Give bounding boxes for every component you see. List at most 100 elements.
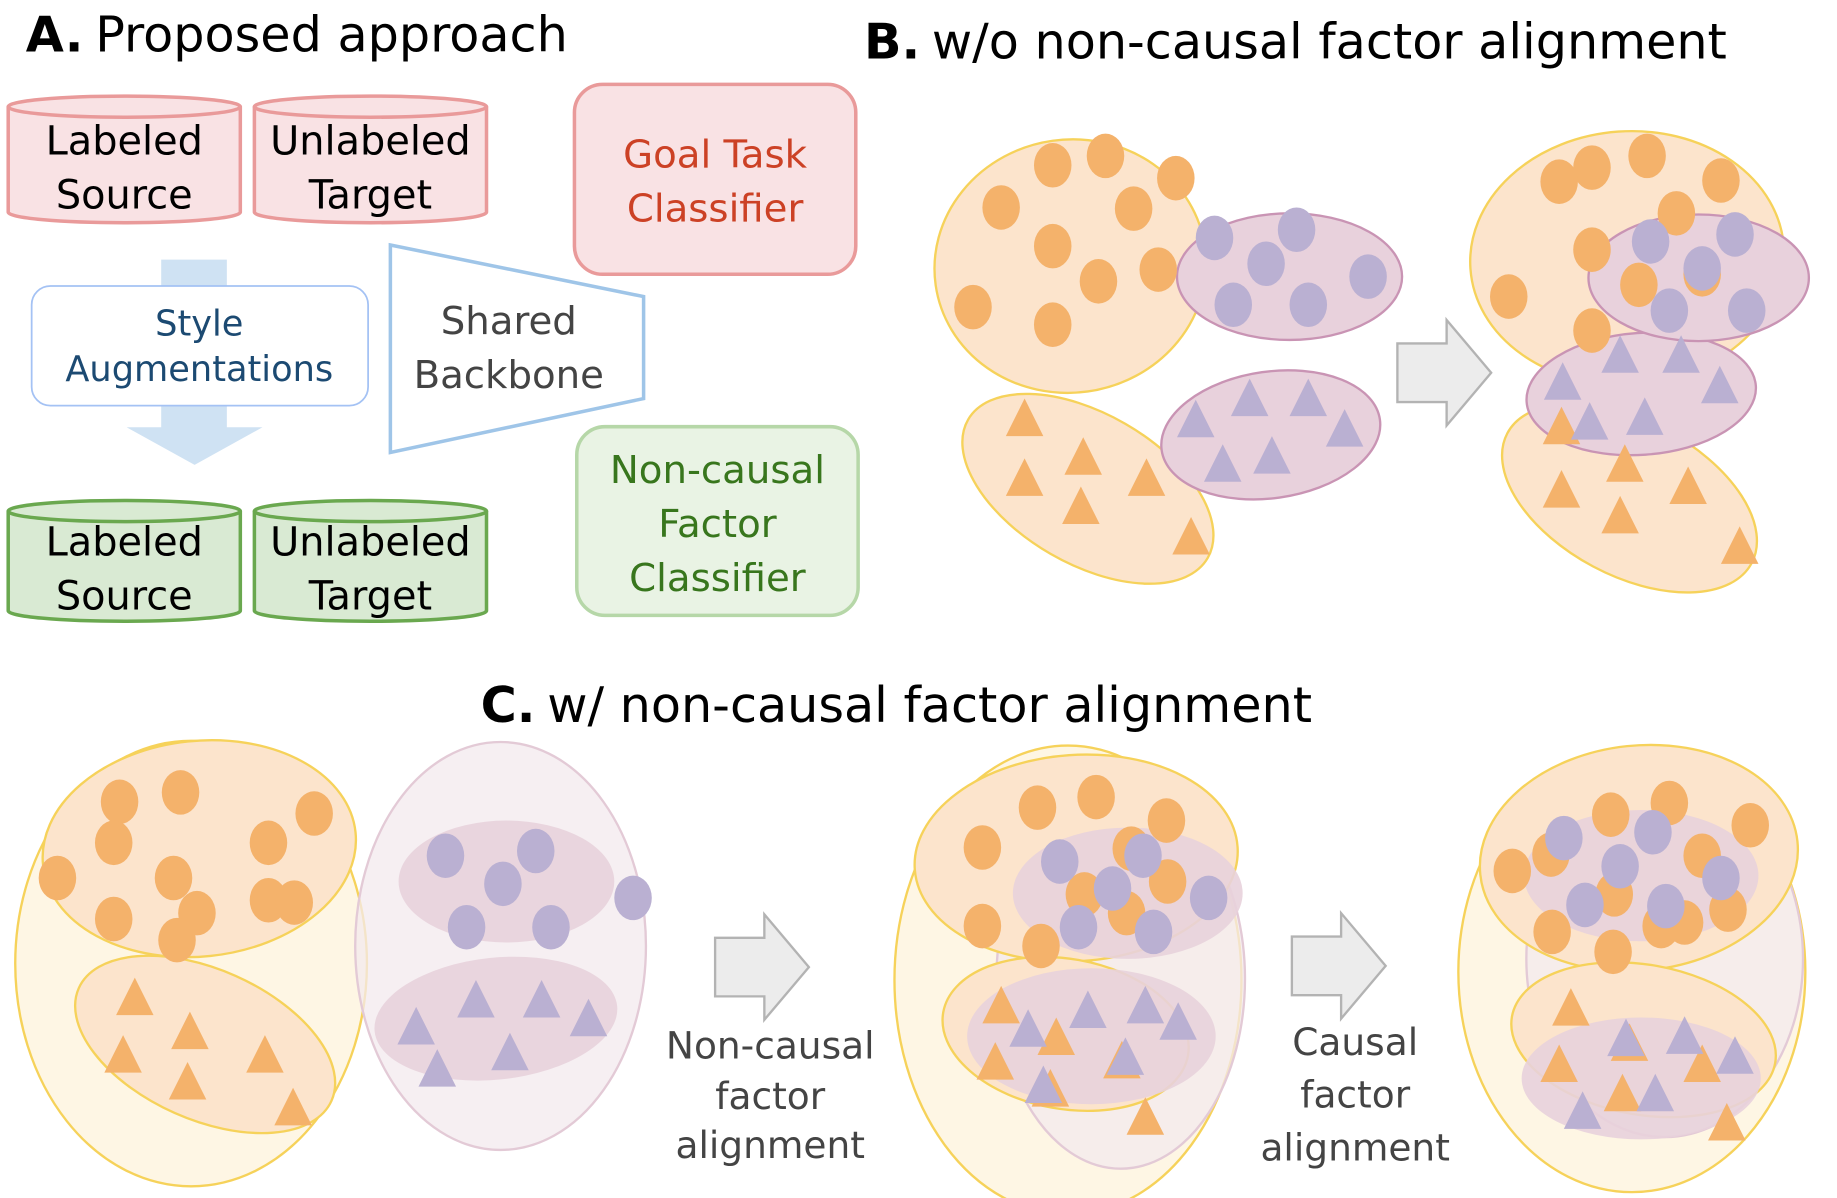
noncausal-step-line3: alignment <box>675 1123 864 1167</box>
panel-b-title: B.w/o non-causal factor alignment <box>864 13 1727 71</box>
source-class2-point <box>274 1087 312 1126</box>
style-augmentations-line1: Style <box>155 303 243 344</box>
source-class1-point <box>1489 274 1528 319</box>
source-class1-point <box>1620 262 1658 308</box>
target-class2-point <box>418 1049 457 1087</box>
target-class1-point <box>1601 843 1639 889</box>
panel-b: B.w/o non-causal factor alignment <box>864 13 1811 594</box>
target-class2-point <box>1563 1091 1602 1129</box>
panel-c-causal-arrow-icon <box>1290 909 1388 1022</box>
source-class2-point <box>982 985 1020 1024</box>
noncausal-step-line2: factor <box>715 1074 825 1118</box>
target-class1-point <box>1702 855 1740 901</box>
panel-c-title: C.w/ non-causal factor alignment <box>481 676 1312 734</box>
target-class1-point <box>1727 288 1766 333</box>
target-class1-point <box>1631 219 1670 264</box>
target-class1-point <box>447 904 486 950</box>
panel-b-title-text: w/o non-causal factor alignment <box>932 13 1727 71</box>
source-class2-point <box>1126 1097 1165 1135</box>
right-arrow-icon <box>1396 316 1493 429</box>
labeled-source-label-line2: Source <box>56 173 193 219</box>
target-class2-point <box>1230 378 1269 417</box>
target-class1-point <box>1041 839 1079 884</box>
source-class1-point <box>1591 792 1630 837</box>
target-class2-point <box>397 1006 435 1045</box>
target-class1-point <box>1277 207 1316 253</box>
target-class1-point <box>1289 282 1328 328</box>
panel-c-after-causal-cluster <box>1457 743 1807 1194</box>
labeled-source-cylinder <box>6 94 243 225</box>
target-class1-point <box>516 828 555 874</box>
source-class1-point <box>295 791 333 836</box>
source-class1-point <box>1573 145 1611 190</box>
augmented-labeled-source-cylinder <box>6 498 243 624</box>
target-class2-point <box>1253 436 1291 474</box>
target-class1-point <box>1093 866 1132 911</box>
style-augmentations-box <box>30 285 369 407</box>
noncausal-step-line1: Non-causal <box>666 1024 875 1068</box>
source-class1-point <box>158 917 196 963</box>
source-class2-point <box>1669 466 1707 505</box>
causal-step-line2: factor <box>1300 1073 1410 1117</box>
source-class1-point <box>1139 247 1177 292</box>
panel-c-after-noncausal-cluster <box>893 744 1247 1198</box>
target-class1-point <box>1716 212 1754 257</box>
target-class2-point <box>1665 1016 1704 1054</box>
noncausal-factor-classifier-line2: Factor <box>658 502 776 547</box>
target-class2-point <box>1543 362 1582 400</box>
panel-b-after-cluster <box>1469 129 1811 594</box>
target-class2-point <box>1203 444 1242 482</box>
source-class1-point <box>1114 186 1153 231</box>
source-class1-point <box>1022 923 1060 969</box>
target-class2-point <box>1176 399 1215 438</box>
noncausal-factor-classifier-box <box>575 424 860 618</box>
target-class2-point <box>457 979 495 1018</box>
panel-a: A.Proposed approach Labeled Source Unlab… <box>6 6 860 624</box>
source-class2-point <box>1542 470 1581 508</box>
source-class1-point <box>1018 785 1057 830</box>
shared-backbone-line1: Shared <box>441 299 577 344</box>
target-class1-point <box>1634 809 1672 855</box>
target-class1-point <box>1349 254 1387 299</box>
source-class2-point <box>1540 1044 1578 1082</box>
source-class1-point <box>94 820 133 866</box>
target-class1-point <box>1247 241 1285 287</box>
target-class2-point <box>1289 378 1328 417</box>
source-class2-point <box>1005 398 1044 437</box>
source-class1-point <box>94 896 133 942</box>
source-class2-point <box>104 1035 142 1073</box>
source-class1-point <box>154 855 193 901</box>
target-class1-point <box>532 904 570 950</box>
target-class1-point <box>1059 904 1098 950</box>
unlabeled-target-cylinder <box>252 94 489 225</box>
source-class1-point <box>1077 774 1115 820</box>
source-class1-point <box>1540 159 1578 204</box>
source-class2-point <box>116 977 154 1016</box>
target-class1-point <box>614 875 652 921</box>
source-class2-point <box>1601 495 1639 534</box>
target-class2-point <box>1069 990 1107 1029</box>
target-class2-point <box>1009 1009 1047 1047</box>
source-class2-point <box>1062 486 1100 524</box>
target-class2-point <box>1601 335 1639 373</box>
panel-c-title-text: w/ non-causal factor alignment <box>547 676 1312 734</box>
target-class2-point <box>1126 985 1165 1024</box>
cylinder-top <box>6 498 243 524</box>
source-class1-point <box>249 820 288 866</box>
source-class2-point <box>1542 406 1581 445</box>
source-class2-point <box>1552 988 1590 1026</box>
target-class1-point <box>1566 882 1604 928</box>
causal-step-line1: Causal <box>1292 1020 1418 1064</box>
cylinder-top <box>6 94 243 119</box>
target-class2-point <box>1701 365 1739 404</box>
goal-task-classifier-line1: Goal Task <box>623 133 807 178</box>
augmented-unlabeled-target-line1: Unlabeled <box>270 520 471 566</box>
source-class2-point <box>1037 1017 1076 1055</box>
panel-b-letter: B. <box>864 13 920 71</box>
augmented-labeled-source-line2: Source <box>56 574 193 620</box>
source-class2-point <box>1708 1103 1746 1141</box>
source-class1-point <box>1533 909 1571 955</box>
panel-a-title-text: Proposed approach <box>95 6 568 64</box>
style-augmentations-line2: Augmentations <box>65 349 333 390</box>
panel-b-arrow-icon <box>1396 316 1493 429</box>
